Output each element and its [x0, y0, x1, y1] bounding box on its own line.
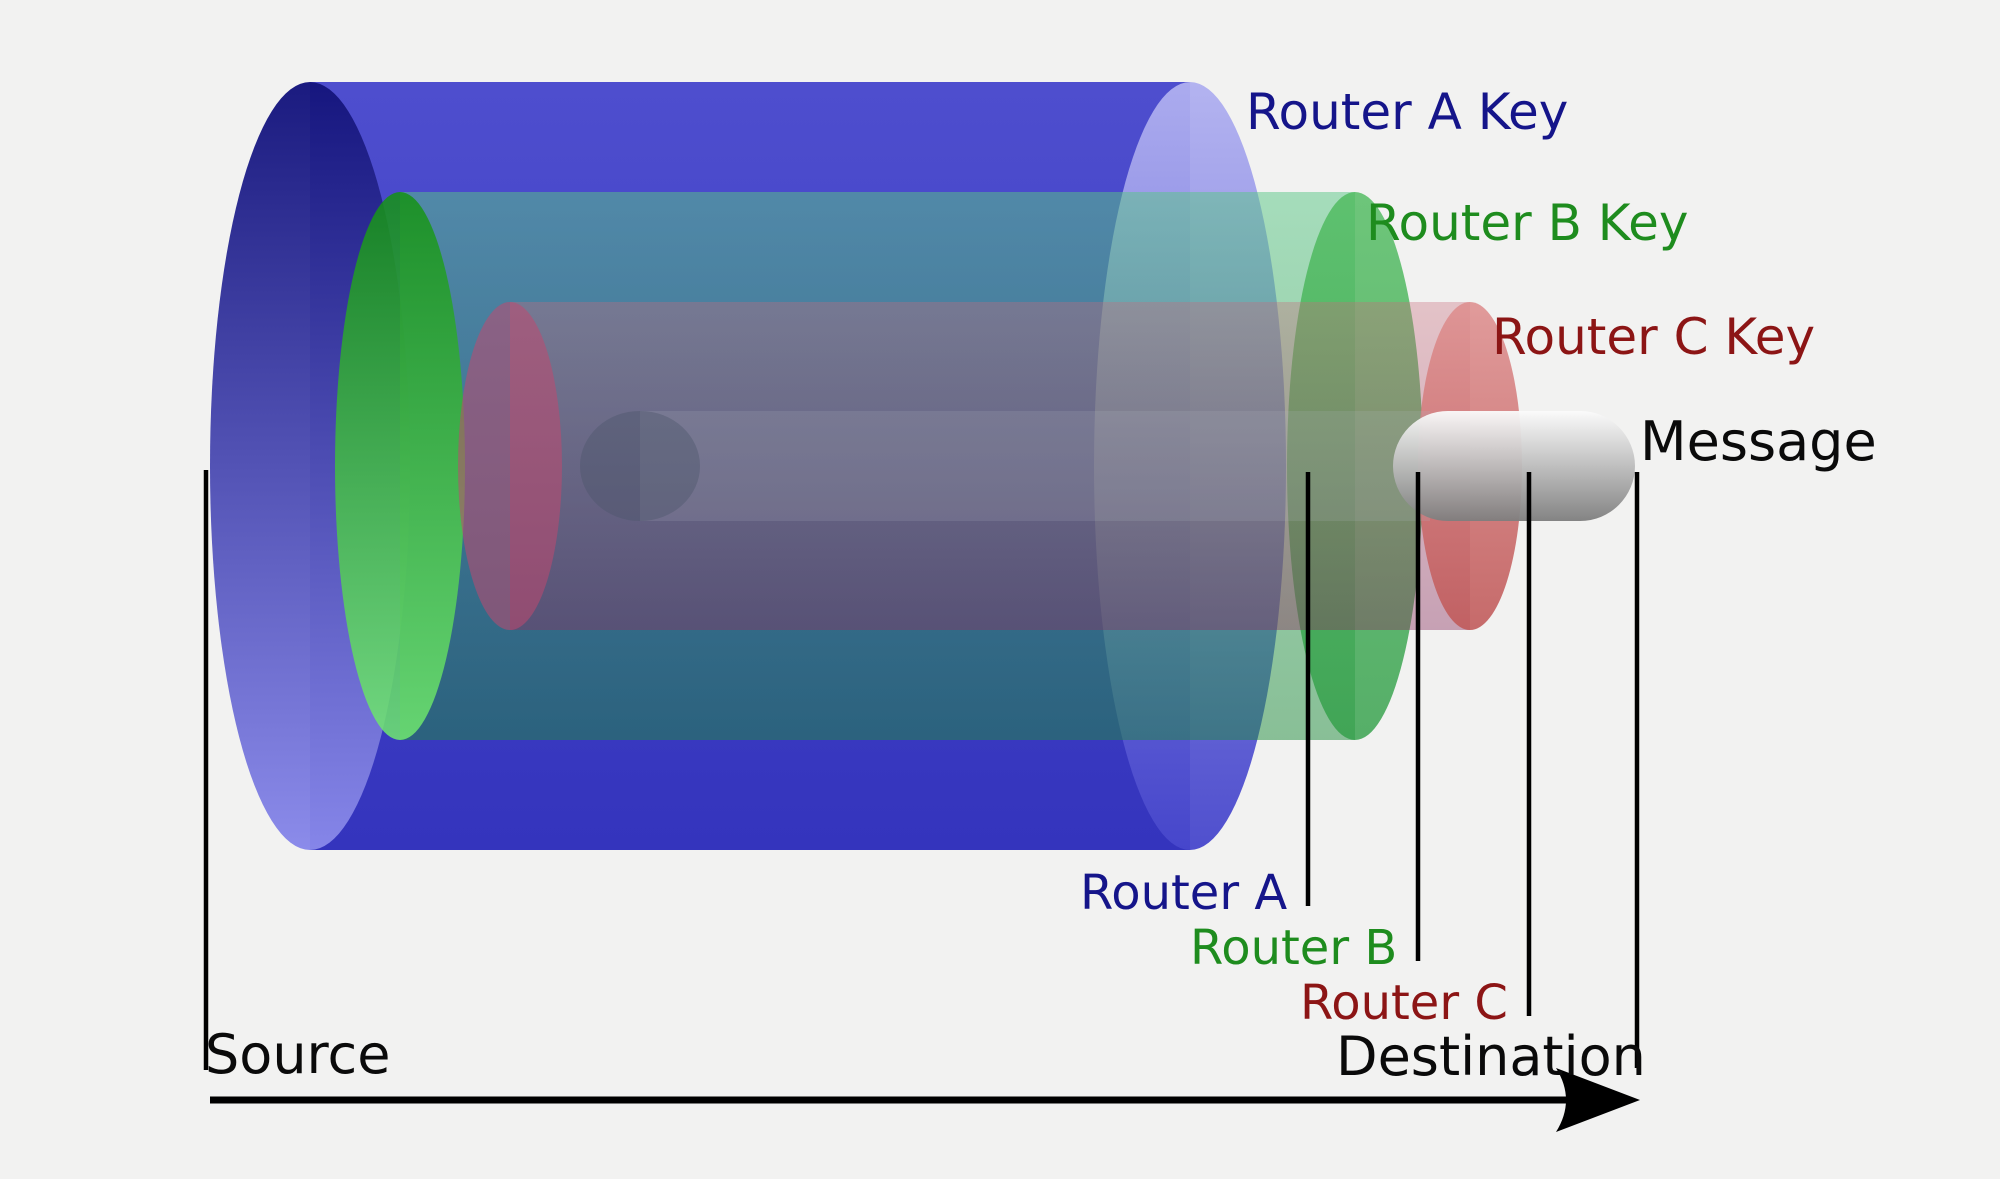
router-b-cylinder-left-cap	[335, 192, 465, 740]
label-message: Message	[1640, 410, 1877, 473]
label-router-c-key: Router C Key	[1492, 308, 1816, 366]
message-capsule	[580, 411, 1635, 521]
marker-lines	[203, 470, 1640, 1070]
label-destination: Destination	[1336, 1025, 1646, 1088]
label-router-b: Router B	[1190, 920, 1398, 976]
message-capsule-tip	[1393, 411, 1635, 521]
label-router-b-key: Router B Key	[1366, 194, 1689, 252]
label-source: Source	[205, 1023, 391, 1086]
timeline-arrow	[210, 1068, 1640, 1132]
label-router-a: Router A	[1080, 865, 1288, 921]
label-router-c: Router C	[1300, 975, 1508, 1031]
cylinder-router-c-key	[458, 302, 1522, 630]
arrow-head-icon	[1556, 1068, 1640, 1132]
label-router-a-key: Router A Key	[1246, 83, 1569, 141]
router-c-cylinder-left-cap	[458, 302, 562, 630]
message-left-cap	[580, 411, 700, 521]
message-body-band	[640, 411, 1430, 521]
